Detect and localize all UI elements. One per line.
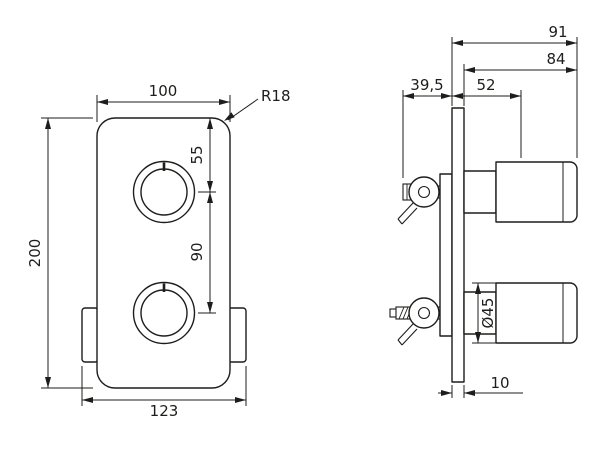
knob-neck	[463, 170, 497, 214]
dim-handle-diameter-label: Ø45	[479, 298, 497, 329]
dim-handle-diameter: Ø45	[472, 282, 497, 344]
front-view: 100 R18 200 55	[26, 82, 291, 420]
wall-plate-side	[451, 107, 465, 383]
side-knob-bottom	[463, 282, 578, 344]
dim-handle-depth: 52	[452, 76, 522, 158]
valve-lever-bottom	[397, 323, 418, 346]
dim-body-depth: 39,5	[402, 76, 452, 178]
dim-front-depth-label: 84	[546, 50, 565, 68]
mounting-bracket	[439, 173, 453, 337]
side-knob-top	[463, 161, 578, 223]
dim-total-depth: 91	[451, 23, 578, 158]
dim-corner-radius: R18	[224, 87, 291, 121]
dim-plate-thickness-label: 10	[490, 374, 509, 392]
valve-body-top	[408, 176, 440, 208]
dim-height-label: 200	[26, 239, 44, 268]
dim-handle-depth-label: 52	[476, 76, 495, 94]
dim-width-bottom-label: 123	[150, 402, 179, 420]
valve-body-bottom	[408, 297, 440, 329]
dim-width-top: 100	[96, 82, 231, 122]
side-view: 91 84 39,5 52	[389, 23, 578, 398]
dim-knob-offset-label: 55	[188, 145, 206, 164]
dim-height: 200	[26, 117, 93, 389]
dim-front-depth: 84	[463, 50, 577, 106]
front-knob-top	[132, 160, 196, 224]
dim-width-bottom: 123	[81, 366, 247, 420]
front-knob-bottom	[132, 281, 196, 345]
dim-corner-radius-label: R18	[261, 87, 291, 105]
dim-knob-offset: 55	[188, 118, 216, 193]
dim-knob-spacing-label: 90	[188, 242, 206, 261]
valve-lever-top	[397, 202, 418, 225]
dim-plate-thickness: 10	[438, 374, 523, 398]
dim-total-depth-label: 91	[548, 23, 567, 41]
knob-handle	[495, 161, 578, 223]
dim-knob-spacing: 90	[188, 192, 216, 314]
dim-width-top-label: 100	[149, 82, 178, 100]
mounting-tab-left	[81, 307, 99, 363]
dim-body-depth-label: 39,5	[410, 76, 443, 94]
front-plate	[96, 117, 231, 389]
knob-handle	[495, 282, 578, 344]
